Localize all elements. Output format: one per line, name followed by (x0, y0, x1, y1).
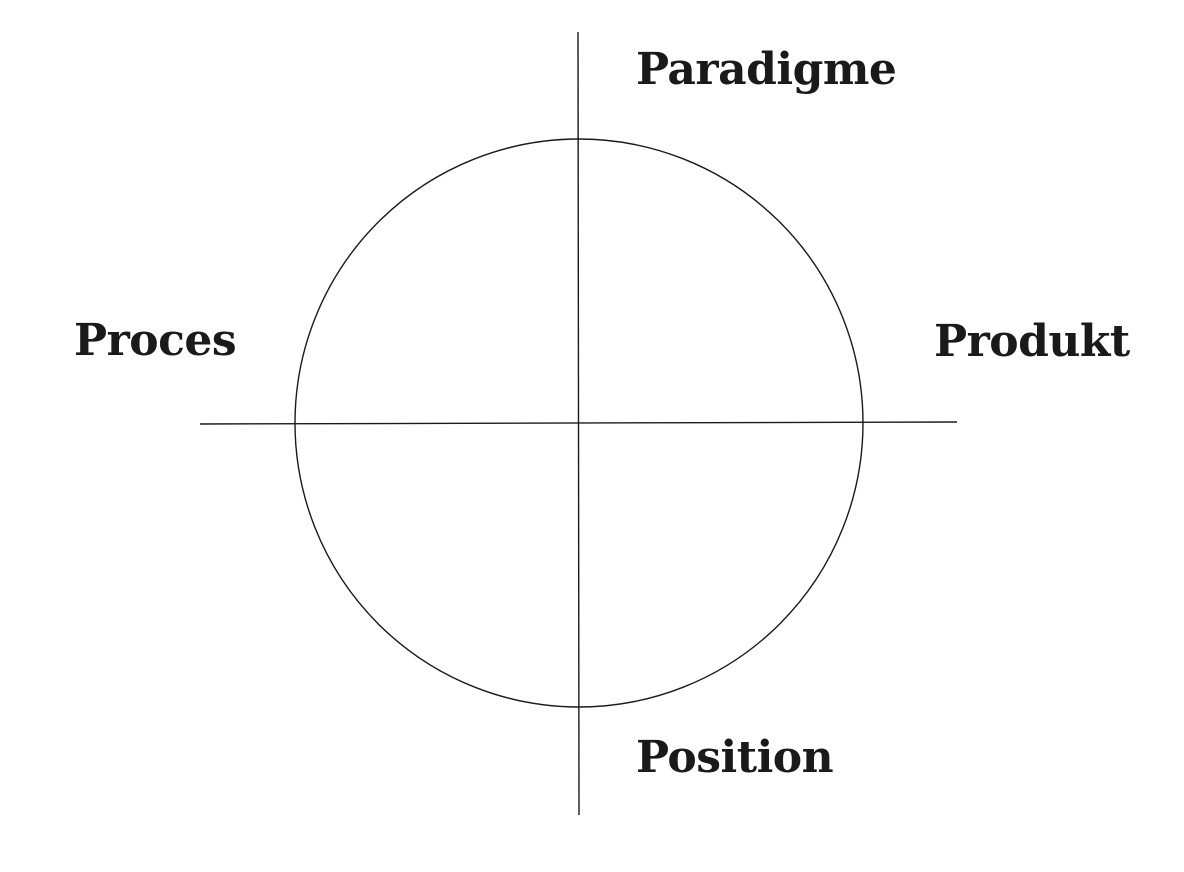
label-proces: Proces (74, 315, 236, 366)
label-position: Position (636, 732, 833, 783)
horizontal-axis (199, 421, 958, 425)
label-produkt: Produkt (934, 316, 1131, 367)
label-paradigme: Paradigme (636, 44, 896, 95)
